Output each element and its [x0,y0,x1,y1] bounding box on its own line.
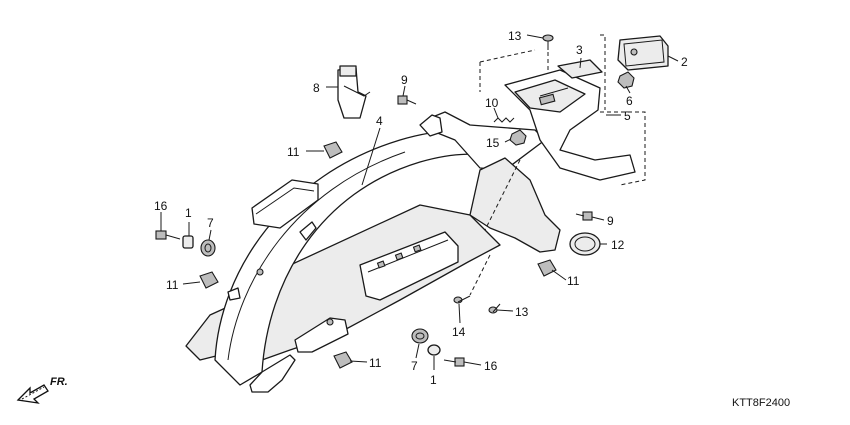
callout-15: 15 [486,136,500,150]
round-reflector-part-12 [569,232,601,256]
hook-clip-part [337,65,371,119]
front-direction-arrow: FR. [16,376,68,404]
bolt-part-9-top [397,95,417,105]
callout-7-bottom: 7 [411,359,418,373]
callout-13-bottom: 13 [515,305,529,319]
clip-nut-part-11-d [333,351,353,369]
callout-3: 3 [576,43,583,57]
grommet-part-7-bottom [411,328,429,344]
callout-6: 6 [626,94,633,108]
collar-part-1-bottom [427,344,441,356]
callout-1-bottom: 1 [430,373,437,387]
clip-nut-part-11-b [199,271,219,289]
clip-nut-part-11-a [323,141,343,159]
callout-11-bottom: 11 [369,356,382,370]
callout-11-top: 11 [287,145,300,159]
nut-part-6 [617,71,635,89]
callout-7-left: 7 [207,216,214,230]
dashed-guide-line [469,45,549,296]
bolt-part-16-bottom [443,357,465,367]
screw-part-13-bottom [488,303,501,314]
assembly-outline-5 [479,34,646,186]
figure-code: KTT8F2400 [732,397,790,409]
callout-1-left: 1 [185,206,192,220]
callout-14: 14 [452,325,466,339]
bolt-part-9-right [575,211,593,221]
screw-part-13-top [542,34,554,50]
grommet-part-7-left [200,239,216,257]
callout-labels: 13 3 2 8 9 6 10 5 4 15 11 16 1 7 9 12 11… [154,29,688,387]
direction-label: FR. [50,376,68,388]
clip-nut-part-11-c [537,259,557,277]
callout-9-right: 9 [607,214,614,228]
leader-lines [160,34,679,370]
callout-11-right: 11 [567,274,580,288]
callout-11-left: 11 [166,278,179,292]
license-light-bracket-part [504,59,636,181]
callout-2: 2 [681,55,688,69]
callout-16-bottom: 16 [484,359,498,373]
callout-10: 10 [485,96,499,110]
reflector-part [617,35,669,71]
callout-5: 5 [624,109,631,123]
callout-16-left: 16 [154,199,168,213]
arrow-icon [16,384,49,404]
callout-9-top: 9 [401,73,408,87]
callout-12: 12 [611,238,625,252]
spring-part-10 [493,117,515,123]
callout-8: 8 [313,81,320,95]
bolt-part-16-left [155,230,181,240]
collar-part-1-left [182,235,194,249]
rear-fender-part [185,111,561,393]
callout-4: 4 [376,114,383,128]
screw-part-14 [453,295,471,304]
callout-13-top: 13 [508,29,522,43]
